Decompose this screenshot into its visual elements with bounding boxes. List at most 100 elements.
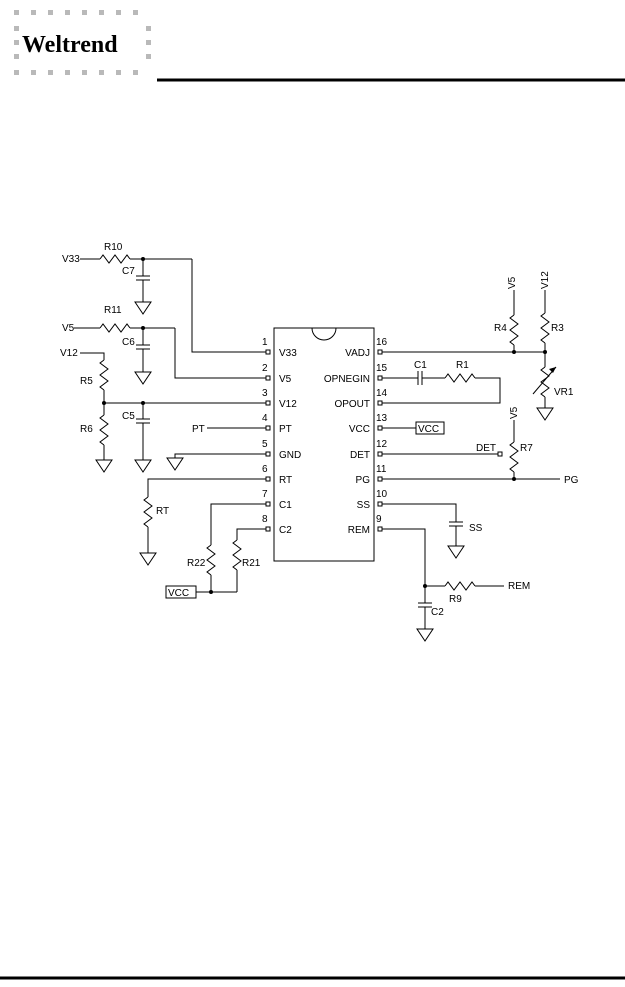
pin-name: C1 — [279, 500, 292, 511]
det-net: DET V5 R7 — [382, 406, 533, 479]
r3-label: R3 — [551, 323, 564, 334]
ground-symbol — [139, 552, 157, 566]
pin-15: 15 OPNEGIN — [324, 363, 388, 385]
pin-8: 8 C2 — [262, 514, 292, 536]
ground-symbol — [447, 545, 465, 559]
r5-resistor — [99, 359, 109, 391]
c1-label: C1 — [414, 360, 427, 371]
rt-net: RT — [139, 478, 266, 566]
c1-c2-net: R22 R21 VCC — [165, 503, 266, 599]
r3-supply-label: V12 — [540, 271, 551, 289]
c6-label: C6 — [122, 337, 135, 348]
c2-label: C2 — [431, 607, 444, 618]
r4-label: R4 — [494, 323, 507, 334]
pin-name: PT — [279, 424, 292, 435]
r11-resistor — [99, 323, 131, 333]
vcc-box-left — [165, 585, 197, 599]
c5-label: C5 — [122, 411, 135, 422]
pin-number: 6 — [262, 464, 268, 475]
pt-net: PT — [192, 424, 266, 435]
pin-number: 13 — [376, 413, 388, 424]
ic-right-pins: 16 VADJ 15 OPNEGIN 14 OPOUT 13 VCC 12 DE… — [324, 337, 388, 536]
pin-name: OPOUT — [334, 399, 370, 410]
r1-resistor — [444, 373, 476, 383]
ic-notch — [311, 327, 337, 341]
vcc-box-left-label: VCC — [168, 588, 189, 599]
pin-9: 9 REM — [348, 514, 383, 536]
rt-resistor — [143, 496, 153, 528]
vr1-potentiometer — [540, 366, 550, 398]
v12-label: V12 — [60, 348, 78, 359]
pin-number: 5 — [262, 439, 268, 450]
r9-resistor — [444, 581, 476, 591]
ss-label: SS — [469, 523, 483, 534]
pin-number: 8 — [262, 514, 268, 525]
r22-label: R22 — [187, 558, 206, 569]
r11-label: R11 — [104, 305, 122, 316]
r7-supply-label: V5 — [509, 406, 520, 419]
pg-net: PG — [382, 475, 579, 486]
pin-name: V5 — [279, 374, 292, 385]
ground-symbol — [134, 301, 152, 315]
pin-name: GND — [279, 450, 301, 461]
ss-net: SS — [382, 503, 483, 559]
pin-name: V12 — [279, 399, 297, 410]
r4-supply-label: V5 — [507, 276, 518, 289]
pin-name: DET — [350, 450, 370, 461]
pg-label: PG — [564, 475, 579, 486]
ground-symbol — [166, 457, 184, 471]
r7-resistor — [509, 441, 519, 473]
r6-label: R6 — [80, 424, 93, 435]
c7-label: C7 — [122, 266, 135, 277]
pin-number: 10 — [376, 489, 388, 500]
pt-label: PT — [192, 424, 205, 435]
vcc-box-right-label: VCC — [418, 424, 439, 435]
vcc-box-right — [415, 421, 445, 435]
pin-number: 9 — [376, 514, 382, 525]
pin-number: 2 — [262, 363, 268, 374]
pin-6: 6 RT — [262, 464, 292, 486]
pin-5: 5 GND — [262, 439, 301, 461]
pin-name: OPNEGIN — [324, 374, 370, 385]
pin-number: 4 — [262, 413, 268, 424]
pin-name: VCC — [349, 424, 370, 435]
pin-name: REM — [348, 525, 370, 536]
ground-symbol — [95, 459, 113, 473]
pin-name: SS — [357, 500, 371, 511]
pin-10: 10 SS — [357, 489, 388, 511]
pin-name: PG — [356, 475, 371, 486]
v12-net: V12 R5 R6 C5 — [60, 348, 266, 473]
pin-7: 7 C1 — [262, 489, 292, 511]
r4-resistor — [509, 314, 519, 346]
pin-number: 14 — [376, 388, 388, 399]
ground-symbol — [134, 459, 152, 473]
pin-name: V33 — [279, 348, 297, 359]
opamp-feedback-net: C1 R1 — [382, 360, 501, 404]
pin-name: RT — [279, 475, 292, 486]
r5-label: R5 — [80, 376, 93, 387]
pin-1: 1 V33 — [262, 337, 297, 359]
r9-label: R9 — [449, 594, 462, 605]
rem-net: R9 REM C2 — [382, 528, 530, 642]
ground-symbol — [416, 628, 434, 642]
r21-resistor — [232, 539, 242, 571]
r10-resistor — [99, 254, 131, 264]
vcc-right-net: VCC — [382, 421, 445, 435]
ic-body — [273, 327, 375, 562]
r21-label: R21 — [242, 558, 261, 569]
pin-number: 11 — [376, 464, 387, 475]
r10-label: R10 — [104, 242, 123, 253]
pin-3: 3 V12 — [262, 388, 297, 410]
det-label: DET — [476, 443, 496, 454]
pin-11: 11 PG — [356, 464, 387, 486]
pin-number: 15 — [376, 363, 388, 374]
pin-number: 3 — [262, 388, 268, 399]
r22-resistor — [206, 544, 216, 576]
pin-4: 4 PT — [262, 413, 292, 435]
pin-number: 16 — [376, 337, 388, 348]
pin-name: VADJ — [345, 348, 370, 359]
rem-label: REM — [508, 581, 530, 592]
rt-label: RT — [156, 506, 169, 517]
